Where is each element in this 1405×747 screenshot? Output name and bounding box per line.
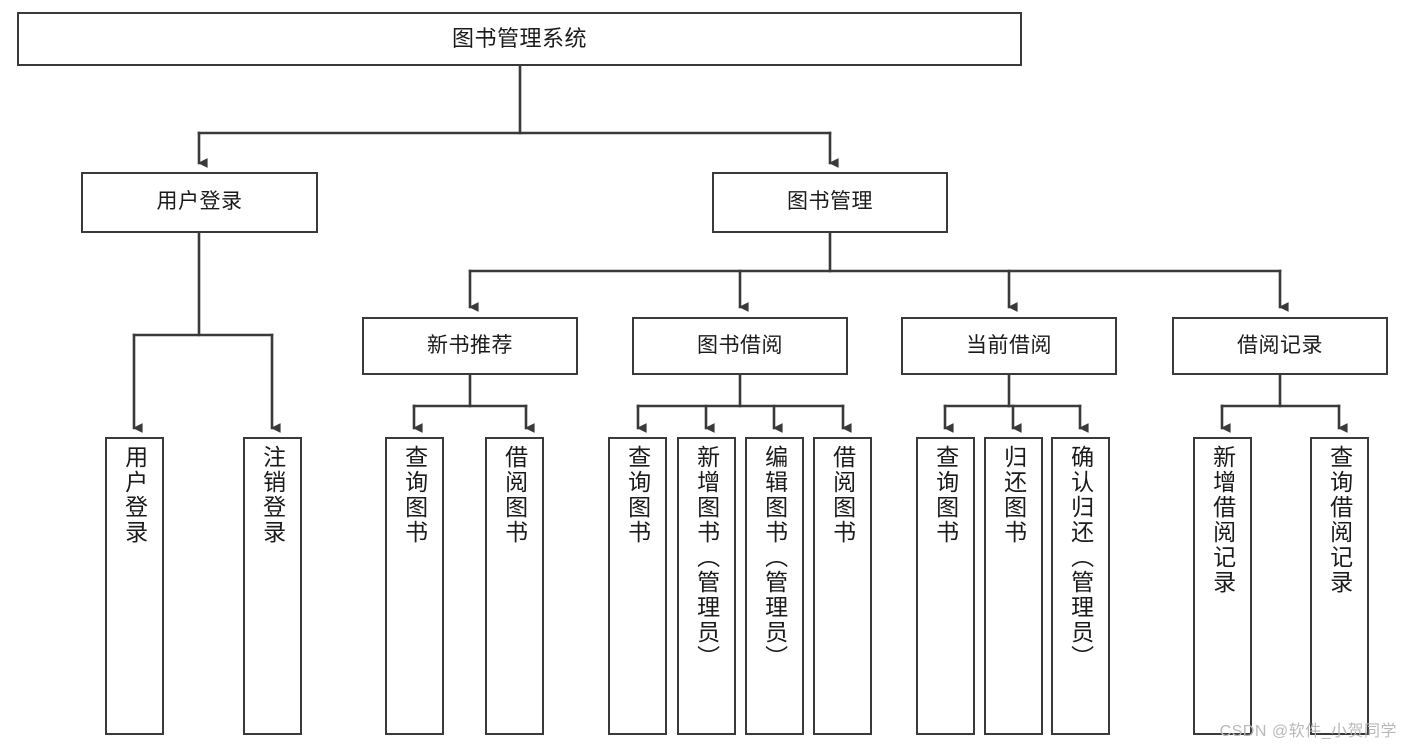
node-label: 借阅记录 [1237, 333, 1323, 357]
node-label: 图书借阅 [697, 333, 783, 357]
node-label: 借阅图书 [501, 445, 528, 545]
leaf-records-query-record[interactable]: 查询借阅记录 [1310, 437, 1369, 735]
node-label: 用户登录 [156, 190, 243, 214]
node-root-system[interactable]: 图书管理系统 [17, 12, 1022, 66]
leaf-current-query-book[interactable]: 查询图书 [916, 437, 975, 735]
node-new-book-recommend[interactable]: 新书推荐 [362, 317, 578, 375]
node-label: 新增图书（管理员） [693, 445, 720, 670]
leaf-current-confirm-return-admin[interactable]: 确认归还（管理员） [1051, 437, 1110, 735]
leaf-borrow-edit-book-admin[interactable]: 编辑图书（管理员） [745, 437, 804, 735]
node-label: 新增借阅记录 [1209, 445, 1236, 595]
leaf-borrow-add-book-admin[interactable]: 新增图书（管理员） [677, 437, 736, 735]
leaf-recommend-borrow-book[interactable]: 借阅图书 [485, 437, 544, 735]
node-label: 注销登录 [259, 445, 286, 545]
node-label: 图书管理系统 [451, 26, 587, 52]
node-label: 图书管理 [787, 190, 873, 214]
leaf-records-add-record[interactable]: 新增借阅记录 [1193, 437, 1252, 735]
node-user-login[interactable]: 用户登录 [81, 172, 318, 233]
node-book-borrow[interactable]: 图书借阅 [632, 317, 848, 375]
node-current-borrow[interactable]: 当前借阅 [901, 317, 1117, 375]
node-label: 查询图书 [401, 445, 428, 545]
leaf-borrow-borrow-book[interactable]: 借阅图书 [813, 437, 872, 735]
node-label: 编辑图书（管理员） [761, 445, 788, 670]
node-book-management[interactable]: 图书管理 [712, 172, 948, 233]
node-borrow-records[interactable]: 借阅记录 [1172, 317, 1388, 375]
node-label: 当前借阅 [966, 333, 1052, 357]
node-label: 查询图书 [932, 445, 959, 545]
node-label: 借阅图书 [829, 445, 856, 545]
node-label: 用户登录 [121, 445, 148, 545]
leaf-logout[interactable]: 注销登录 [243, 437, 302, 735]
node-label: 查询图书 [624, 445, 651, 545]
leaf-recommend-query-book[interactable]: 查询图书 [385, 437, 444, 735]
node-label: 归还图书 [1000, 445, 1027, 545]
leaf-borrow-query-book[interactable]: 查询图书 [608, 437, 667, 735]
csdn-watermark: CSDN @软件_小贺同学 [1219, 723, 1397, 740]
node-label: 新书推荐 [427, 333, 513, 357]
leaf-current-return-book[interactable]: 归还图书 [984, 437, 1043, 735]
node-label: 确认归还（管理员） [1067, 445, 1094, 670]
leaf-user-login[interactable]: 用户登录 [105, 437, 164, 735]
node-label: 查询借阅记录 [1326, 445, 1353, 595]
